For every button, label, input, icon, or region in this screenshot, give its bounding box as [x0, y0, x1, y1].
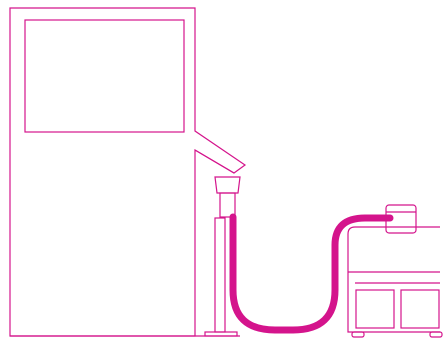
- tank-body-outline: [347, 226, 440, 333]
- fuel-hose-icon: [229, 213, 394, 334]
- tank-foot-left: [351, 331, 365, 338]
- tank-cap: [385, 204, 417, 234]
- fuel-dispenser-icon: [9, 7, 247, 337]
- display-screen-icon: [24, 19, 185, 133]
- nozzle-holder-base: [204, 331, 238, 337]
- nozzle-holder: [194, 149, 238, 337]
- fuel-nozzle-icon: [214, 176, 241, 218]
- nozzle-holder-arm: [194, 149, 235, 174]
- car-fuel-tank-icon: [347, 204, 443, 338]
- nozzle-holder-post: [214, 217, 226, 333]
- nozzle-grip: [219, 192, 236, 218]
- nozzle-cup: [214, 176, 241, 194]
- dispenser-body-outline: [9, 7, 247, 337]
- tank-foot-right: [429, 331, 443, 338]
- tank-compartment-left: [355, 289, 395, 329]
- tank-compartment-right: [400, 289, 440, 329]
